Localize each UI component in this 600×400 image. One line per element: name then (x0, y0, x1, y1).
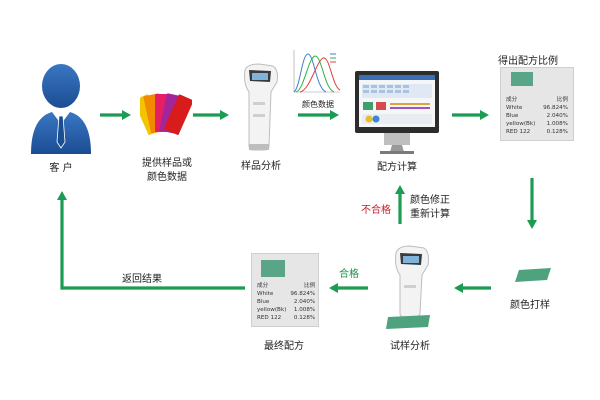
row-name: White (257, 291, 274, 297)
table-row: yellow(Bk) 1.008% (504, 120, 570, 128)
formula-table: 成分 比例 White 96.824% Blue 2.040% yellow(Bk) 1… (255, 282, 317, 322)
color-swatch (261, 260, 285, 277)
row-name: RED 122 (257, 315, 282, 321)
provide-sample-line-1: 提供样品或 (142, 158, 192, 169)
arrow-customer-to-sample (100, 110, 131, 120)
trial-analysis-label: 试样分析 (390, 341, 430, 352)
row-name: RED 122 (506, 129, 531, 135)
sample-analysis-label: 样品分析 (241, 161, 281, 172)
monitor-icon (355, 71, 439, 154)
formula-calc-label: 配方计算 (377, 162, 417, 173)
row-value: 96.824% (290, 291, 316, 297)
arrow-trial-to-final (329, 283, 368, 293)
row-value: 0.128% (546, 129, 568, 135)
person-icon (31, 64, 91, 154)
table-row: White 96.824% (504, 104, 570, 112)
color-fan-icon (140, 93, 192, 135)
formula-table: 成分 比例 White 96.824% Blue 2.040% yellow(Bk) 1… (504, 96, 570, 136)
row-name: Blue (257, 299, 270, 305)
header-component: 成分 (257, 283, 269, 289)
color-swatch (511, 72, 533, 86)
formula-card-top: 成分 比例 White 96.824% Blue 2.040% yellow(Bk) 1… (500, 67, 574, 141)
arrow-ratio-to-color-sample (527, 178, 537, 229)
row-value: 0.128% (293, 315, 316, 321)
provide-sample-line-2: 颜色数据 (147, 172, 187, 183)
color-sample-label: 颜色打样 (510, 300, 550, 311)
row-value: 1.008% (293, 307, 316, 313)
table-row: White 96.824% (255, 290, 317, 298)
table-row: RED 122 0.128% (504, 128, 570, 136)
spectrophotometer-icon (244, 63, 278, 151)
header-ratio: 比例 (556, 97, 568, 103)
get-ratio-label: 得出配方比例 (498, 56, 558, 67)
fail-label: 不合格 (361, 205, 391, 216)
arrow-calc-to-ratio (452, 110, 489, 120)
row-name: Blue (506, 113, 519, 119)
row-value: 96.824% (543, 105, 568, 111)
arrow-analysis-to-calc (298, 110, 339, 120)
header-component: 成分 (506, 97, 518, 103)
final-formula-label: 最终配方 (264, 341, 304, 352)
formula-card-bottom: 成分 比例 White 96.824% Blue 2.040% yellow(Bk) 1… (251, 253, 319, 327)
row-name: White (506, 105, 523, 111)
arrow-final-to-customer (57, 191, 245, 290)
spectral-curve-icon (290, 48, 344, 96)
header-ratio: 比例 (304, 283, 316, 289)
table-row: Blue 2.040% (255, 298, 317, 306)
customer-label: 客 户 (49, 163, 73, 174)
color-patch-icon (515, 268, 551, 282)
provide-sample-label: 提供样品或 颜色数据 (142, 157, 192, 185)
table-row: Blue 2.040% (504, 112, 570, 120)
arrow-fail-recalc (395, 185, 405, 224)
arrow-color-sample-to-trial (454, 283, 491, 293)
table-row: RED 122 0.128% (255, 314, 317, 322)
arrow-sample-to-analysis (193, 110, 229, 120)
row-value: 2.040% (546, 113, 568, 119)
table-row: yellow(Bk) 1.008% (255, 306, 317, 314)
pass-label: 合格 (339, 269, 359, 280)
table-header: 成分 比例 (255, 282, 317, 290)
return-result-label: 返回结果 (122, 274, 162, 285)
correction-line-1: 颜色修正 (410, 195, 450, 206)
color-data-label: 颜色数据 (302, 100, 334, 109)
correction-label: 颜色修正 重新计算 (410, 194, 450, 222)
row-name: yellow(Bk) (506, 121, 536, 127)
trial-spectrophotometer-icon (386, 245, 430, 329)
row-value: 1.008% (546, 121, 568, 127)
correction-line-2: 重新计算 (410, 209, 450, 220)
row-name: yellow(Bk) (257, 307, 287, 313)
row-value: 2.040% (293, 299, 316, 305)
table-header: 成分 比例 (504, 96, 570, 104)
